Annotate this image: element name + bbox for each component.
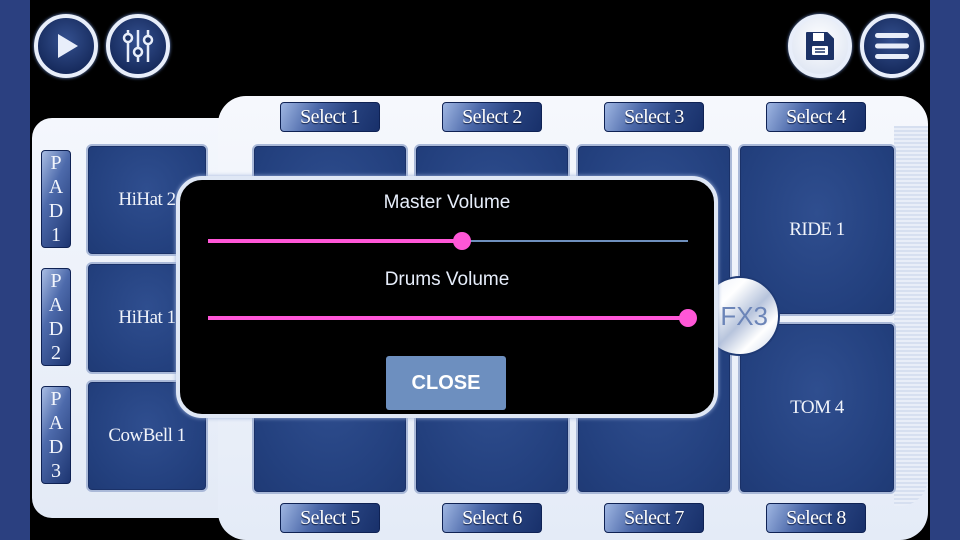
pad-cowbell-1[interactable]: CowBell 1 bbox=[86, 380, 208, 492]
hamburger-menu-icon bbox=[875, 33, 909, 59]
play-icon bbox=[58, 34, 78, 58]
pad-tab-letter: D bbox=[48, 436, 64, 458]
sliders-icon bbox=[122, 30, 154, 62]
close-button[interactable]: CLOSE bbox=[386, 356, 506, 410]
slider-fill bbox=[208, 316, 688, 320]
pad-tab-number: 3 bbox=[51, 460, 61, 482]
pad-tab-number: 2 bbox=[51, 342, 61, 364]
pad-tab-letter: P bbox=[50, 388, 62, 410]
pad-label: CowBell 1 bbox=[108, 425, 186, 446]
select-8-button[interactable]: Select 8 bbox=[766, 503, 866, 533]
pad-tab-1[interactable]: P A D 1 bbox=[41, 150, 71, 248]
play-button[interactable] bbox=[34, 14, 98, 78]
fx3-label: FX3 bbox=[720, 300, 768, 331]
select-7-button[interactable]: Select 7 bbox=[604, 503, 704, 533]
volume-dialog: Master Volume Drums Volume CLOSE bbox=[176, 176, 718, 418]
floppy-disk-icon bbox=[806, 32, 834, 60]
mixer-button[interactable] bbox=[106, 14, 170, 78]
pad-tab-2[interactable]: P A D 2 bbox=[41, 268, 71, 366]
drums-volume-label: Drums Volume bbox=[384, 269, 510, 290]
pad-tab-number: 1 bbox=[51, 224, 61, 246]
pad-tom-4[interactable]: TOM 4 bbox=[738, 322, 896, 494]
pad-tab-letter: A bbox=[48, 412, 64, 434]
pad-tab-letter: A bbox=[48, 176, 64, 198]
menu-button[interactable] bbox=[860, 14, 924, 78]
select-5-button[interactable]: Select 5 bbox=[280, 503, 380, 533]
pad-label: RIDE 1 bbox=[789, 219, 845, 240]
select-6-button[interactable]: Select 6 bbox=[442, 503, 542, 533]
select-2-button[interactable]: Select 2 bbox=[442, 102, 542, 132]
pad-label: HiHat 1 bbox=[118, 307, 176, 328]
pad-label: HiHat 2 bbox=[118, 189, 176, 210]
select-3-button[interactable]: Select 3 bbox=[604, 102, 704, 132]
pad-tab-letter: D bbox=[48, 200, 64, 222]
select-1-button[interactable]: Select 1 bbox=[280, 102, 380, 132]
pad-tab-letter: P bbox=[50, 152, 62, 174]
drums-volume-slider[interactable] bbox=[208, 308, 697, 328]
right-border-bar bbox=[930, 0, 960, 540]
pad-tab-letter: P bbox=[50, 270, 62, 292]
save-button[interactable] bbox=[788, 14, 852, 78]
pad-label: TOM 4 bbox=[790, 397, 844, 418]
select-4-button[interactable]: Select 4 bbox=[766, 102, 866, 132]
left-border-bar bbox=[0, 0, 30, 540]
pad-tab-letter: D bbox=[48, 318, 64, 340]
slider-fill bbox=[208, 239, 463, 243]
pad-tab-letter: A bbox=[48, 294, 64, 316]
pad-tab-3[interactable]: P A D 3 bbox=[41, 386, 71, 484]
master-volume-slider[interactable] bbox=[208, 231, 688, 251]
slider-thumb[interactable] bbox=[679, 309, 697, 327]
master-volume-label: Master Volume bbox=[383, 192, 511, 213]
slider-thumb[interactable] bbox=[453, 232, 472, 250]
